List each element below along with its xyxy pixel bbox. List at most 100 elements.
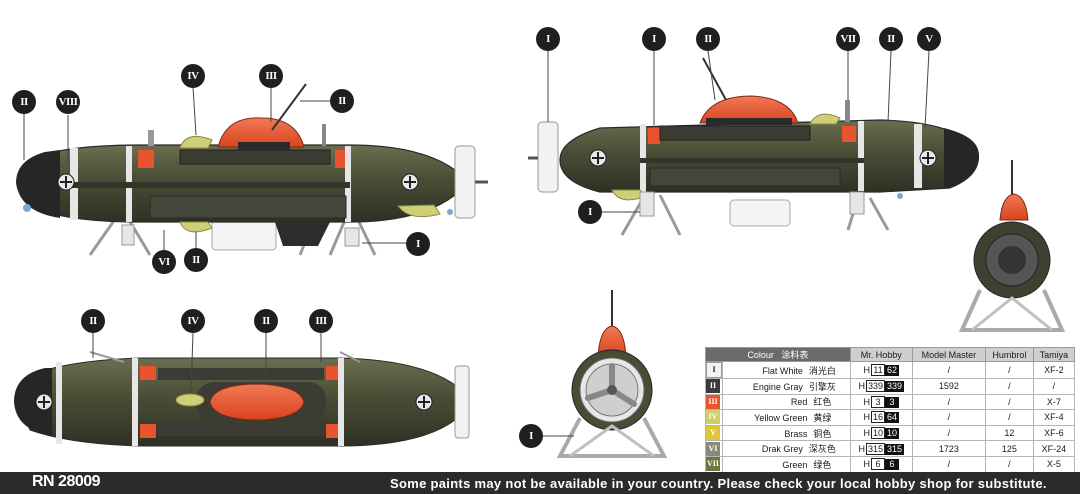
- callout-top-4: III: [309, 309, 333, 333]
- colour-name-cell: Drak Grey 深灰色: [722, 440, 851, 457]
- product-code: RN 28009: [32, 473, 101, 490]
- model-master-cell: /: [911, 361, 986, 379]
- paint-availability-disclaimer: Some paints may not be available in your…: [390, 476, 1047, 491]
- mr-hobby-code-b: 6: [885, 459, 899, 471]
- mr-hobby-code-b: 315: [885, 443, 905, 455]
- humbrol-cell: /: [984, 409, 1034, 426]
- colour-header-en: Colour: [747, 350, 774, 360]
- colour-name-cn: 黄绿: [813, 412, 832, 423]
- colour-name-en: Brass: [784, 428, 808, 439]
- swatch-cell: VII: [705, 455, 723, 473]
- colour-name-cn: 深灰色: [808, 444, 836, 455]
- instruction-artwork: [14, 50, 1066, 458]
- humbrol-cell: /: [984, 455, 1034, 473]
- colour-swatch: II: [706, 379, 720, 394]
- callout-top-3: II: [254, 309, 278, 333]
- tamiya-cell: X-5: [1032, 455, 1076, 473]
- mr-hobby-code-a: 315: [865, 442, 885, 455]
- swatch-cell: II: [705, 378, 723, 395]
- colour-swatch: V: [706, 426, 720, 441]
- colour-name-cn: 消光白: [808, 365, 836, 376]
- footer-bar: RN 28009 Some paints may not be availabl…: [0, 472, 1080, 494]
- mr-hobby-prefix: H: [863, 365, 871, 375]
- swatch-cell: III: [705, 393, 723, 411]
- paint-table: Colour 涂料表 Mr. Hobby Model Master Humbro…: [705, 347, 1076, 489]
- mr-hobby-prefix: H: [863, 459, 871, 470]
- callout-side-left-1: II: [12, 90, 36, 114]
- callout-side-right-7: I: [578, 200, 602, 224]
- tamiya-header: Tamiya: [1032, 347, 1076, 362]
- mr-hobby-prefix: H: [858, 381, 865, 392]
- colour-header: Colour 涂料表: [705, 347, 851, 362]
- humbrol-cell: 12: [984, 424, 1034, 442]
- mr-hobby-code-a: 339: [865, 380, 885, 393]
- colour-name-cn: 引擎灰: [808, 381, 836, 392]
- colour-header-cn: 涂料表: [781, 350, 809, 360]
- model-master-cell: /: [911, 393, 986, 411]
- model-master-cell: /: [911, 455, 986, 473]
- model-master-cell: 1723: [911, 440, 986, 457]
- mr-hobby-code-b: 3: [885, 396, 899, 408]
- swatch-cell: VI: [705, 440, 723, 457]
- callout-side-right-5: II: [879, 27, 903, 51]
- humbrol-cell: /: [984, 378, 1034, 395]
- humbrol-cell: /: [984, 361, 1034, 379]
- colour-swatch: IV: [706, 410, 720, 425]
- mr-hobby-code-a: 11: [871, 364, 885, 376]
- side-view-right: [528, 57, 980, 236]
- callout-side-left-6: VI: [152, 250, 176, 274]
- tamiya-cell: XF-4: [1032, 409, 1076, 426]
- side-view-left: [16, 83, 488, 256]
- callout-side-left-3: IV: [181, 64, 205, 88]
- paint-table-header: Colour 涂料表 Mr. Hobby Model Master Humbro…: [705, 347, 1076, 362]
- mr-hobby-header: Mr. Hobby: [849, 347, 913, 362]
- tamiya-cell: XF-6: [1032, 424, 1076, 442]
- mr-hobby-prefix: H: [858, 443, 865, 454]
- colour-name-en: Drak Grey: [761, 444, 803, 455]
- callout-side-right-3: II: [696, 27, 720, 51]
- humbrol-cell: /: [984, 393, 1034, 411]
- mr-hobby-code-a: 3: [871, 395, 885, 408]
- mr-hobby-code-b: 62: [885, 365, 900, 376]
- colour-name-en: Flat White: [762, 365, 803, 376]
- model-master-cell: /: [911, 409, 986, 426]
- callout-side-left-5: II: [330, 89, 354, 113]
- callout-side-right-2: I: [642, 27, 666, 51]
- mr-hobby-prefix: H: [863, 412, 870, 423]
- tamiya-cell: X-7: [1032, 393, 1076, 411]
- callout-side-right-6: V: [917, 27, 941, 51]
- leader-lines: [23, 50, 930, 437]
- tamiya-cell: XF-24: [1032, 440, 1076, 457]
- tamiya-cell: /: [1032, 378, 1076, 395]
- tamiya-cell: XF-2: [1032, 361, 1076, 379]
- colour-name-en: Green: [782, 459, 808, 470]
- model-master-header: Model Master: [911, 347, 986, 362]
- callout-front-1: I: [519, 424, 543, 448]
- colour-swatch: III: [706, 394, 720, 409]
- colour-name-cell: Flat White 消光白: [722, 361, 851, 379]
- swatch-cell: IV: [705, 409, 723, 426]
- top-view: [14, 351, 470, 447]
- mr-hobby-code-a: 16: [870, 411, 885, 424]
- mr-hobby-code-a: 10: [870, 427, 885, 440]
- callout-side-left-4: III: [259, 64, 283, 88]
- callout-side-left-7: II: [184, 248, 208, 272]
- colour-name-en: Yellow Green: [754, 412, 808, 423]
- humbrol-header: Humbrol: [984, 347, 1034, 362]
- callout-top-2: IV: [181, 309, 205, 333]
